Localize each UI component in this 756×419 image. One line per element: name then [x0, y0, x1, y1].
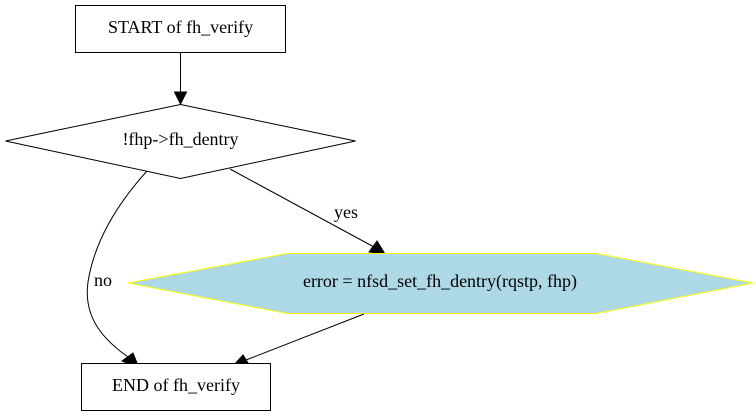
start-node-label: START of fh_verify: [108, 17, 253, 37]
edge-yes: yes: [229, 168, 386, 255]
action-node-hexagon: [127, 253, 754, 314]
edge-start-to-decision: [173, 52, 188, 106]
decision-node: !fhp->fh_dentry: [5, 103, 356, 180]
edge-no-label: no: [94, 270, 112, 290]
start-node-box: [75, 5, 286, 53]
start-node: START of fh_verify: [75, 5, 286, 53]
edge-action-to-end-line: [245, 313, 365, 361]
edge-yes-label: yes: [334, 202, 358, 222]
edge-yes-arrow: [368, 240, 386, 255]
edge-yes-line: [229, 168, 375, 248]
action-node-label: error = nfsd_set_fh_dentry(rqstp, fhp): [303, 271, 577, 292]
edge-start-to-decision-arrow: [173, 91, 188, 106]
decision-node-diamond: [5, 103, 356, 180]
end-node: END of fh_verify: [81, 363, 271, 411]
edge-action-to-end: [231, 313, 365, 367]
action-node: error = nfsd_set_fh_dentry(rqstp, fhp): [127, 253, 754, 314]
end-node-box: [81, 363, 271, 411]
decision-node-label: !fhp->fh_dentry: [122, 129, 238, 149]
end-node-label: END of fh_verify: [112, 375, 240, 395]
edge-no-line: [86, 170, 148, 358]
edge-no: no: [86, 170, 148, 369]
